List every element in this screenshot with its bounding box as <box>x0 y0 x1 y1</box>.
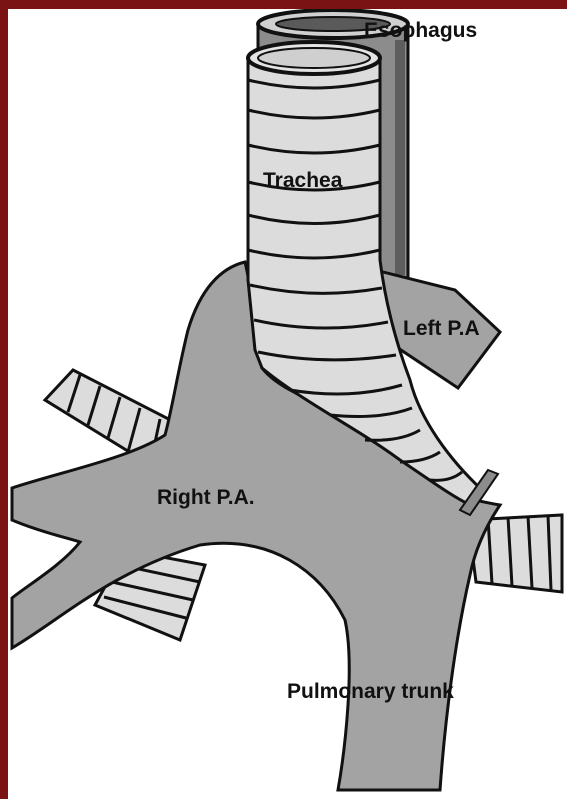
label-right-pa: Right P.A. <box>157 486 255 509</box>
diagram-frame: Esophagus Trachea Left P.A Right P.A. Pu… <box>8 9 567 799</box>
label-pulmonary-trunk: Pulmonary trunk <box>287 680 454 703</box>
label-esophagus: Esophagus <box>364 19 477 42</box>
label-trachea: Trachea <box>263 169 343 192</box>
label-left-pa: Left P.A <box>403 317 480 340</box>
pulmonary-artery-sling-diagram: Esophagus Trachea Left P.A Right P.A. Pu… <box>8 9 567 799</box>
